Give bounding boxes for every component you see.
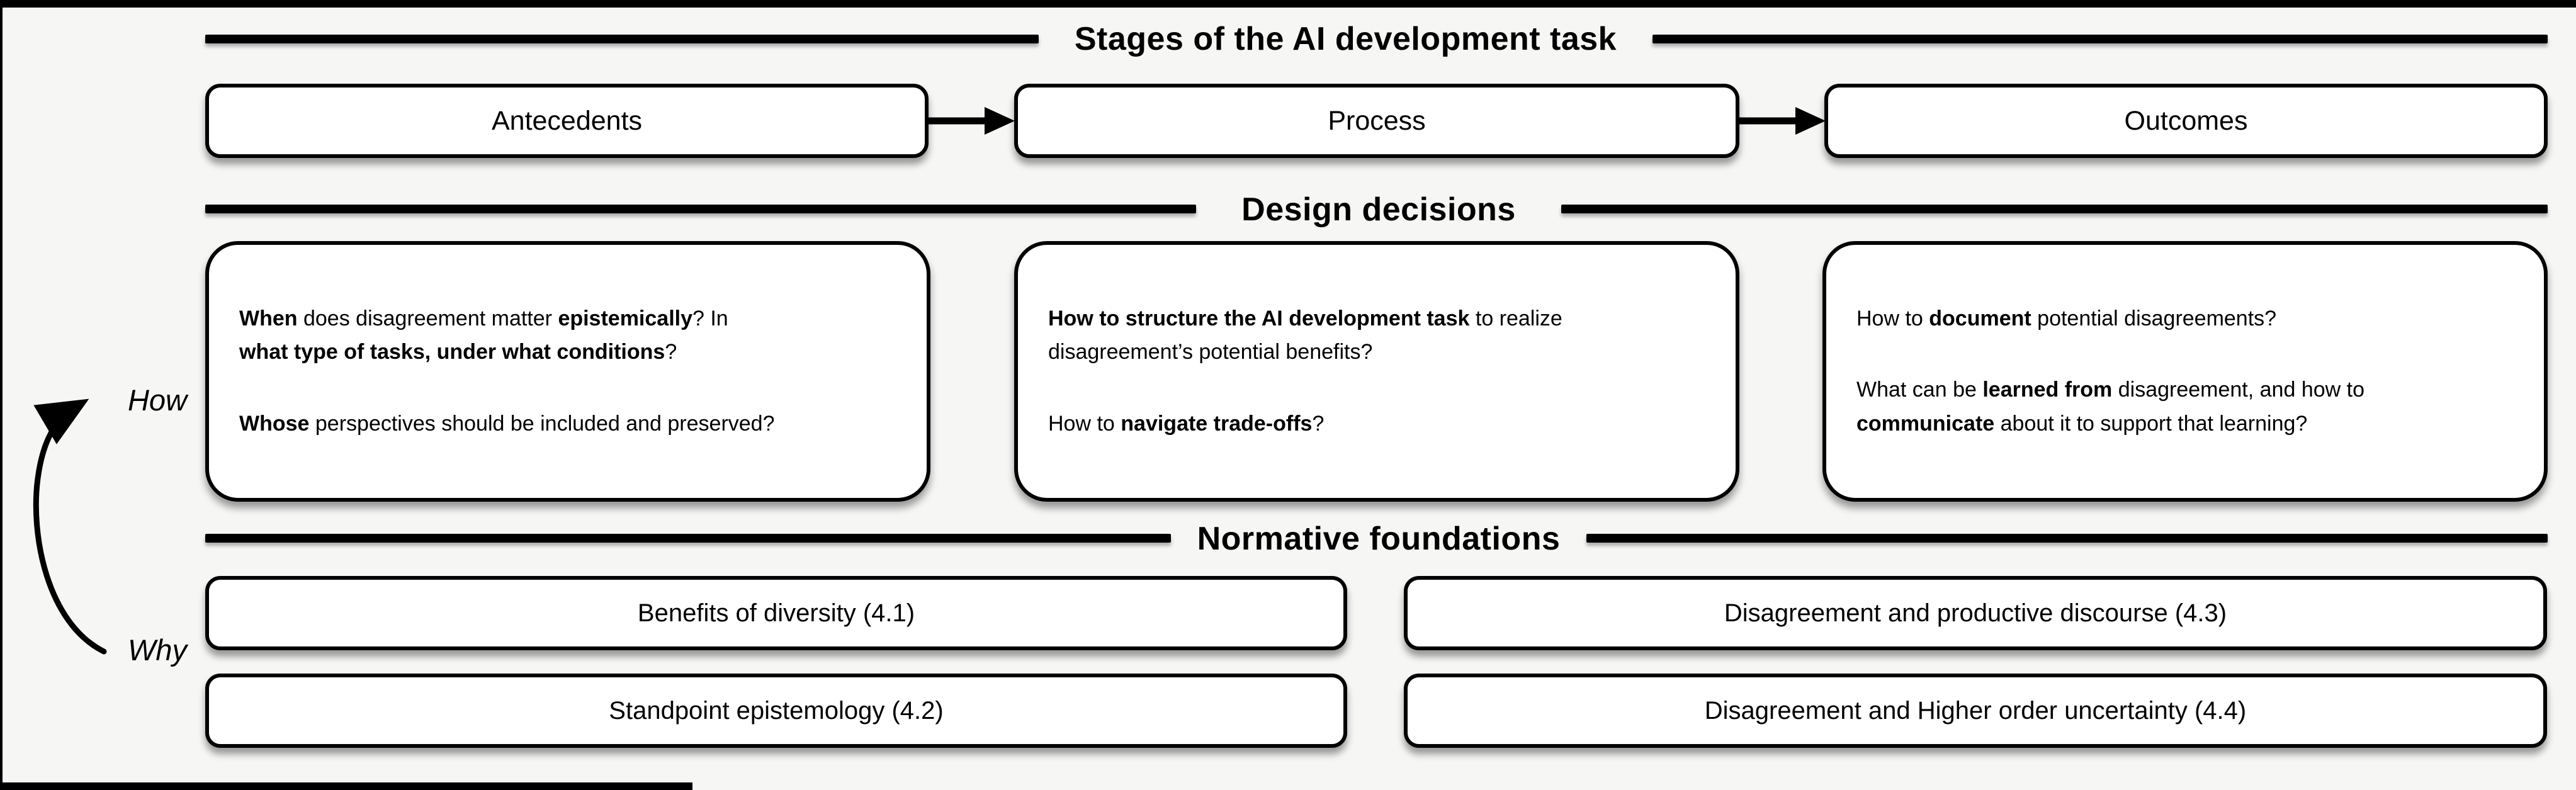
normative-label: Standpoint epistemology (4.2) — [609, 696, 944, 725]
normative-label: Disagreement and productive discourse (4… — [1724, 599, 2227, 627]
design-box-outcomes: How to document potential disagreements?… — [1822, 241, 2548, 502]
how-label: How — [127, 383, 188, 417]
stage-box-antecedents: Antecedents — [205, 84, 929, 158]
stages-header-rule-right — [1652, 35, 2548, 43]
page-crop-border-left — [0, 0, 3, 790]
design-box-process: How to structure the AI development task… — [1014, 241, 1739, 502]
design-question: How to structure the AI development task… — [1048, 307, 1562, 364]
design-header-rule-right — [1561, 205, 2548, 213]
stage-label-outcomes: Outcomes — [2124, 105, 2248, 136]
design-header-title: Design decisions — [1241, 191, 1516, 228]
stage-box-process: Process — [1014, 84, 1739, 158]
design-question: When does disagreement matter epistemica… — [239, 307, 728, 364]
normative-box-standpoint-epistemology: Standpoint epistemology (4.2) — [205, 674, 1347, 748]
design-question: Whose perspectives should be included an… — [239, 411, 775, 436]
stage-label-process: Process — [1328, 105, 1426, 136]
normative-box-benefits-of-diversity: Benefits of diversity (4.1) — [205, 576, 1347, 650]
normative-label: Disagreement and Higher order uncertaint… — [1704, 696, 2247, 725]
normative-box-productive-discourse: Disagreement and productive discourse (4… — [1404, 576, 2547, 650]
stage-box-outcomes: Outcomes — [1824, 84, 2548, 158]
normative-header-rule-right — [1586, 534, 2548, 543]
normative-header-title: Normative foundations — [1197, 521, 1561, 557]
design-question: What can be learned from disagreement, a… — [1856, 378, 2364, 436]
design-header-rule-left — [205, 205, 1196, 213]
stage-label-antecedents: Antecedents — [491, 105, 643, 136]
normative-box-higher-order-uncertainty: Disagreement and Higher order uncertaint… — [1404, 674, 2547, 748]
normative-header-rule-left — [205, 534, 1171, 543]
design-box-antecedents: When does disagreement matter epistemica… — [205, 241, 930, 502]
design-question: How to navigate trade-offs? — [1048, 411, 1325, 436]
why-label: Why — [128, 633, 187, 667]
page-crop-bar-top — [0, 0, 2576, 8]
flow-arrow-process-outcomes — [1737, 107, 1826, 135]
stages-header-rule-left — [205, 35, 1039, 43]
normative-label: Benefits of diversity (4.1) — [637, 599, 915, 627]
design-question: How to document potential disagreements? — [1856, 307, 2277, 331]
stages-header-title: Stages of the AI development task — [1074, 21, 1617, 57]
curved-arrow-why-to-how-icon — [33, 398, 107, 655]
page-crop-bar-bottom — [0, 782, 692, 790]
flow-arrow-antecedents-process — [927, 107, 1015, 135]
